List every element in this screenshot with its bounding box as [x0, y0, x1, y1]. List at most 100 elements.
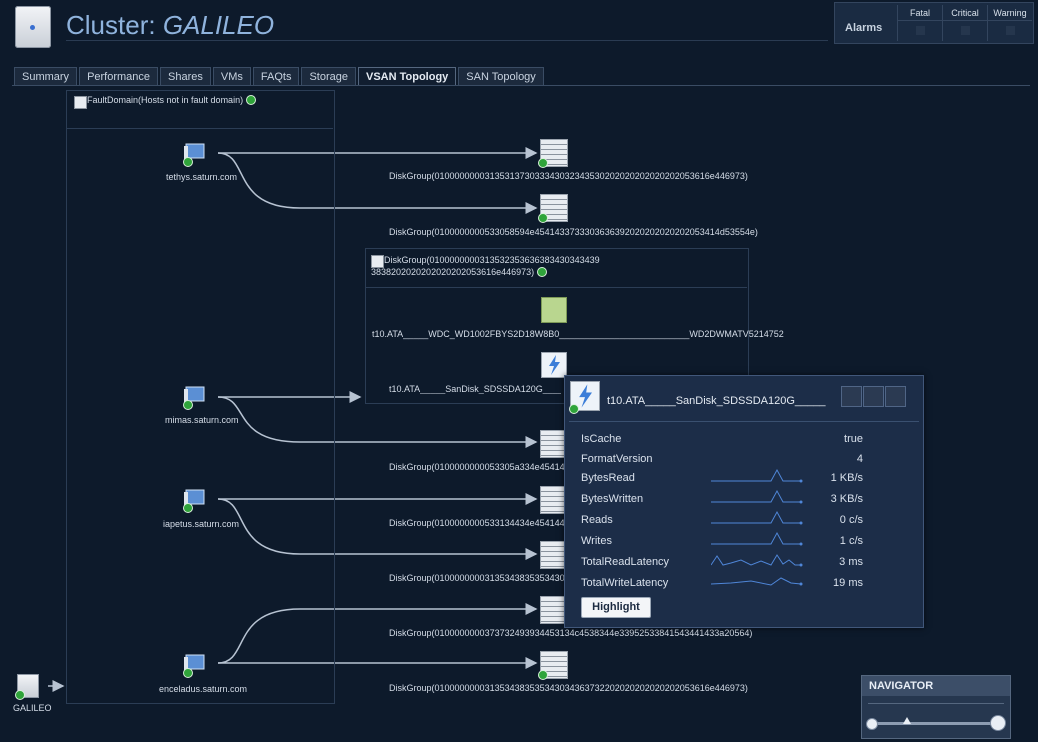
host-label: enceladus.saturn.com	[159, 684, 248, 694]
alarms-panel: Alarms Fatal Critical Warning	[834, 2, 1034, 44]
ok-status-icon	[183, 503, 193, 513]
zoom-slider-thumb[interactable]	[903, 717, 911, 724]
ok-status-icon	[245, 95, 256, 105]
host-node[interactable]	[183, 386, 205, 410]
cluster-node-label: GALILEO	[13, 703, 52, 713]
metric-name: BytesWritten	[581, 493, 644, 505]
ok-status-icon	[183, 400, 193, 410]
metric-value: 3 KB/s	[830, 493, 863, 505]
tab-performance[interactable]: Performance	[79, 67, 159, 86]
popup-divider	[569, 421, 919, 422]
host-node[interactable]	[183, 143, 205, 167]
diskgroup-label: DiskGroup(0100000000313534383535343034	[389, 573, 575, 583]
highlight-button[interactable]: Highlight	[581, 597, 651, 618]
zoom-min-handle[interactable]	[866, 718, 878, 730]
ok-status-icon	[538, 158, 548, 168]
page-title: Cluster: GALILEO	[66, 10, 275, 40]
metric-name: TotalWriteLatency	[581, 577, 669, 589]
diskgroup-label: DiskGroup(0100000000533058594e4541433733…	[389, 227, 758, 237]
popup-pin-button[interactable]	[841, 386, 862, 407]
metric-value: 19 ms	[833, 577, 863, 589]
tab-summary[interactable]: Summary	[14, 67, 78, 86]
popup-expand-button[interactable]	[863, 386, 884, 407]
navigator-panel: NAVIGATOR	[861, 675, 1011, 739]
metric-name: FormatVersion	[581, 453, 653, 465]
alarms-label: Alarms	[845, 22, 883, 34]
ok-status-icon	[183, 157, 193, 167]
disk-details-popup: t10.ATA_____SanDisk_SDSSDA120G_____ IsCa…	[564, 375, 924, 628]
sparkline-bytesread	[711, 468, 801, 482]
ok-status-icon	[183, 668, 193, 678]
diskgroup-label: DiskGroup(010000000031353137303334303234…	[389, 171, 748, 181]
disk-label: t10.ATA_____WDC_WD1002FBYS2D18W8B0______…	[372, 329, 784, 339]
host-node[interactable]	[183, 654, 205, 678]
metric-name: Reads	[581, 514, 613, 526]
ok-status-icon	[569, 404, 579, 414]
alarm-critical[interactable]: Critical	[942, 5, 987, 41]
disk-label: t10.ATA_____SanDisk_SDSSDA120G_____	[389, 384, 561, 394]
host-icon	[184, 654, 205, 670]
cluster-icon	[15, 6, 51, 48]
diskgroup-label: DiskGroup(0100000000373732493934453134c4…	[389, 628, 753, 638]
navigator-divider	[868, 703, 1004, 704]
metric-value: true	[844, 433, 863, 445]
metric-value: 3 ms	[839, 556, 863, 568]
sparkline-reads	[711, 510, 801, 524]
expanded-diskgroup-label[interactable]: DiskGroup(010000000031353235363638343034…	[371, 255, 600, 277]
tab-bar: Summary Performance Shares VMs FAQts Sto…	[14, 67, 546, 86]
tab-san-topology[interactable]: SAN Topology	[458, 67, 544, 86]
ok-status-icon	[538, 213, 548, 223]
expanded-diskgroup-box	[365, 248, 749, 404]
metric-value: 0 c/s	[839, 514, 863, 526]
diskgroup-small-icon	[371, 255, 384, 268]
cluster-name: GALILEO	[162, 10, 275, 40]
diskgroup-label: DiskGroup(010000000031353438353534303436…	[389, 683, 748, 693]
fault-domain-icon	[74, 96, 87, 109]
metric-name: IsCache	[581, 433, 622, 445]
navigator-title: NAVIGATOR	[862, 676, 1010, 696]
host-label: iapetus.saturn.com	[163, 519, 240, 529]
tab-divider	[12, 85, 1030, 86]
tab-vms[interactable]: VMs	[212, 67, 251, 86]
expanded-diskgroup-divider	[365, 287, 747, 288]
zoom-slider-track[interactable]	[870, 722, 998, 725]
host-label: tethys.saturn.com	[166, 172, 238, 182]
metric-value: 1 c/s	[839, 535, 863, 547]
ok-status-icon	[538, 670, 548, 680]
metric-name: Writes	[581, 535, 612, 547]
popup-title: t10.ATA_____SanDisk_SDSSDA120G_____	[607, 395, 826, 407]
popup-close-button[interactable]	[885, 386, 906, 407]
ok-status-icon	[536, 267, 547, 277]
alarm-warning[interactable]: Warning	[987, 5, 1032, 41]
host-icon	[184, 489, 205, 505]
zoom-max-handle[interactable]	[990, 715, 1006, 731]
sparkline-writes	[711, 531, 801, 545]
tab-faqts[interactable]: FAQts	[252, 67, 300, 86]
hdd-icon[interactable]	[541, 297, 567, 323]
tab-storage[interactable]: Storage	[301, 67, 356, 86]
ok-status-icon	[15, 690, 25, 700]
host-node[interactable]	[183, 489, 205, 513]
fault-domain-label: FaultDomain(Hosts not in fault domain)	[74, 95, 256, 109]
host-icon	[184, 143, 205, 159]
metric-name: TotalReadLatency	[581, 556, 670, 568]
metric-sparklines	[711, 468, 803, 586]
fault-domain-divider	[66, 128, 333, 129]
metric-value: 1 KB/s	[830, 472, 863, 484]
fault-domain-box	[66, 90, 335, 704]
header-divider	[66, 40, 828, 41]
host-label: mimas.saturn.com	[165, 415, 239, 425]
ssd-flash-icon[interactable]	[541, 352, 567, 378]
sparkline-totalreadlatency	[711, 554, 801, 566]
alarm-fatal[interactable]: Fatal	[897, 5, 942, 41]
diskgroup-label: DiskGroup(0100000000533134434e4541443131	[389, 518, 585, 528]
sparkline-byteswritten	[711, 489, 801, 503]
diskgroup-label: DiskGroup(0100000000053305a334e454143383…	[389, 462, 590, 472]
host-icon	[184, 386, 205, 402]
metric-name: BytesRead	[581, 472, 635, 484]
tab-shares[interactable]: Shares	[160, 67, 211, 86]
tab-vsan-topology[interactable]: VSAN Topology	[358, 67, 457, 86]
metric-value: 4	[856, 453, 863, 465]
sparkline-totalwritelatency	[711, 577, 802, 586]
